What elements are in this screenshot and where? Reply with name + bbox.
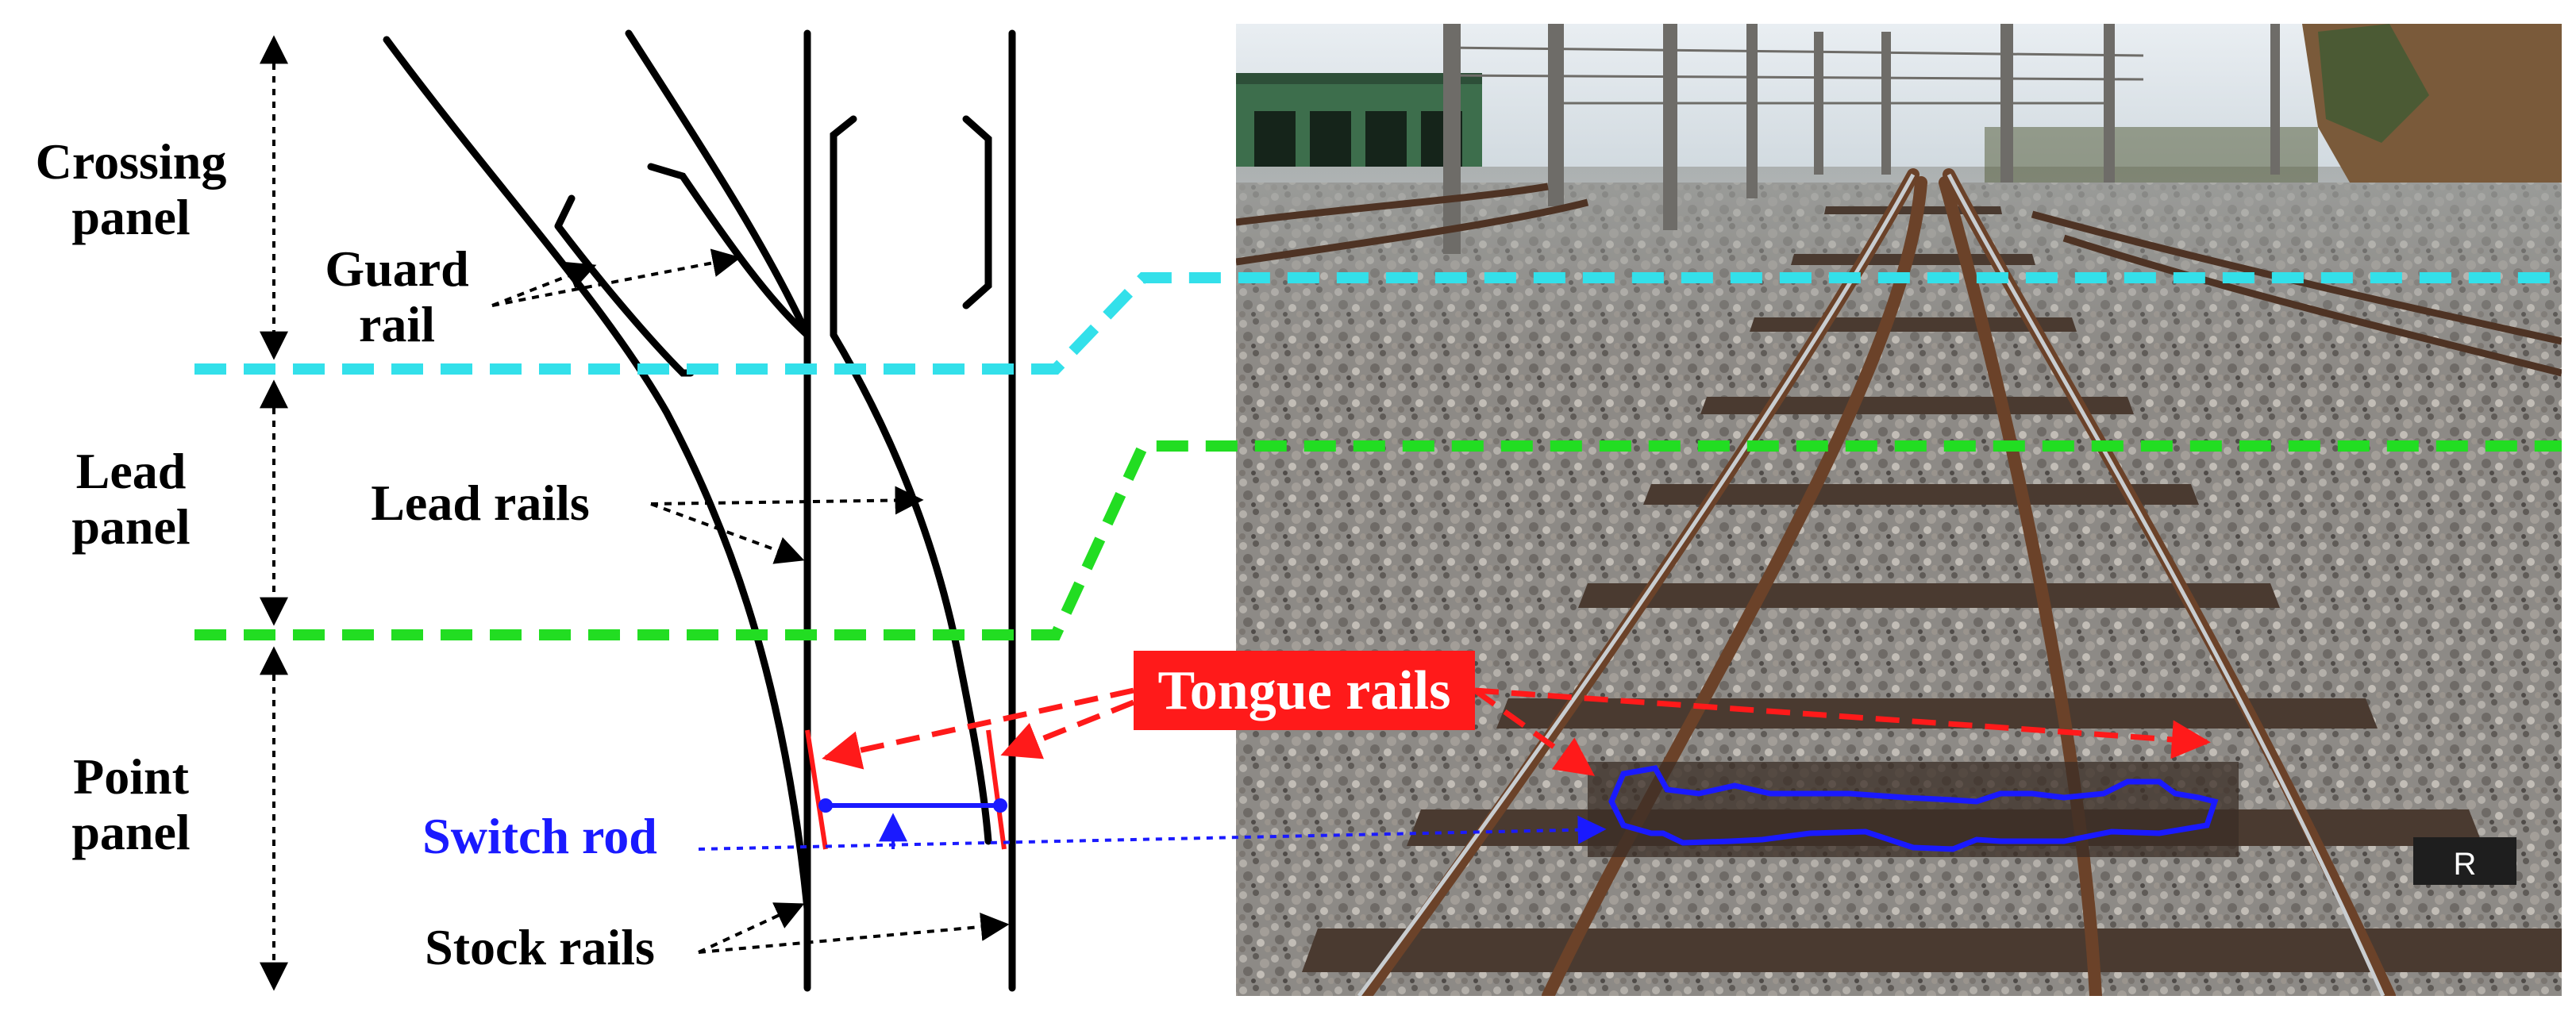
diverging-rail-outer [383,36,811,913]
lead-panel-boundary [194,440,2562,640]
tongue-rail-left [805,729,828,850]
frog [803,115,857,339]
turnout-photo [1236,24,2562,996]
switch-rod-arrow [698,815,1607,851]
crossing-panel-boundary [194,272,2562,375]
guard-rail-upper [647,163,811,339]
tongue-arrow-right [1000,699,1135,759]
switch-rod-label: Switch rod [422,808,657,864]
tongue-arrow-photo-left [1473,688,1595,776]
check-rail [962,115,992,309]
lead-panel-label: Lead [76,443,187,499]
tongue-rails-label: Tongue rails [1158,660,1451,721]
point-panel-label: Point [73,748,189,805]
switch-rod [818,798,1007,849]
lead-rails-label: Lead rails [371,475,590,531]
photo-marker-label: R [2454,847,2477,882]
lead-rail-curve [625,29,811,339]
closure-rail-curve [830,331,992,845]
tongue-arrow-left [822,687,1134,770]
guard-rail-label-2: rail [359,296,435,352]
switch-rod-outline [1608,765,2219,852]
crossing-panel-label-2: panel [71,189,190,245]
tongue-rail-right [986,729,1007,850]
crossing-panel-label: Crossing [36,133,227,190]
tongue-arrow-photo-right [1474,687,2211,759]
lead-rails-arrow-1 [650,486,924,515]
guard-rail-arrow-1 [491,248,741,307]
point-panel-label-2: panel [71,804,190,860]
guard-rail [554,194,695,377]
stock-rails-arrow-1 [698,902,805,954]
stock-rails-arrow-2 [698,912,1010,954]
guard-rail-arrow-2 [491,262,597,307]
tongue-rails-callout: Tongue rails [1134,651,1475,730]
guard-rail-label: Guard [325,240,468,297]
lead-panel-label-2: panel [71,498,190,555]
stock-rails-label: Stock rails [425,919,655,975]
